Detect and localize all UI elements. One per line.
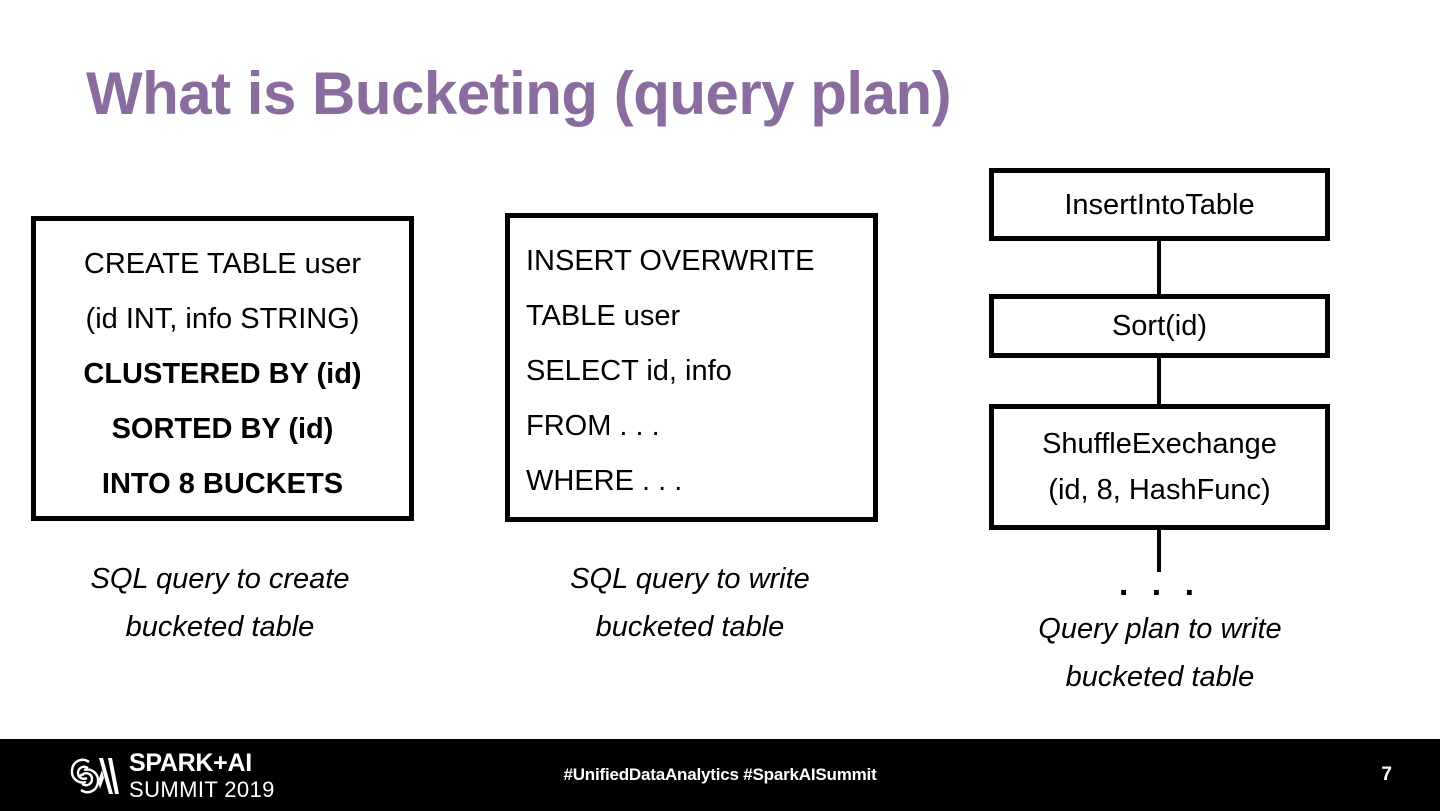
caption-line: SQL query to create bbox=[90, 563, 350, 595]
plan-node-label: InsertIntoTable bbox=[1064, 188, 1255, 221]
create-table-sql-lines: CREATE TABLE user (id INT, info STRING) … bbox=[36, 221, 409, 512]
query-plan-caption: Query plan to write bucketed table bbox=[985, 605, 1335, 701]
caption-line: Query plan to write bbox=[1038, 613, 1282, 645]
sql-line: CREATE TABLE user bbox=[83, 248, 362, 280]
insert-overwrite-caption: SQL query to write bucketed table bbox=[490, 555, 890, 651]
spark-ai-summit-logo: SPARK+AI SUMMIT 2019 bbox=[68, 751, 275, 801]
plan-node-shuffle-exchange: ShuffleExechange (id, 8, HashFunc) bbox=[989, 404, 1330, 530]
sql-line: CLUSTERED BY (id) bbox=[83, 358, 362, 390]
caption-line: bucketed table bbox=[125, 611, 315, 643]
insert-overwrite-sql-lines: INSERT OVERWRITE TABLE user SELECT id, i… bbox=[510, 218, 873, 509]
sql-line: FROM . . . bbox=[526, 410, 660, 442]
create-table-sql-box: CREATE TABLE user (id INT, info STRING) … bbox=[31, 216, 414, 521]
page-number: 7 bbox=[1381, 764, 1392, 785]
plan-node-label: ShuffleExechange bbox=[1042, 428, 1277, 460]
plan-continuation-ellipsis: . . . bbox=[1118, 565, 1202, 603]
plan-node-label: (id, 8, HashFunc) bbox=[1048, 474, 1271, 506]
footer-hashtags: #UnifiedDataAnalytics #SparkAISummit bbox=[563, 765, 877, 784]
plan-connector-line bbox=[1157, 530, 1161, 572]
page-title: What is Bucketing (query plan) bbox=[86, 60, 952, 127]
sql-line: TABLE user bbox=[526, 300, 681, 332]
sql-line: (id INT, info STRING) bbox=[85, 303, 360, 335]
sql-line: SORTED BY (id) bbox=[111, 413, 334, 445]
footer-bar: SPARK+AI SUMMIT 2019 #UnifiedDataAnalyti… bbox=[0, 739, 1440, 811]
spark-summit-spiral-icon bbox=[70, 758, 119, 794]
caption-line: SQL query to write bbox=[570, 563, 810, 595]
logo-wordmark: SPARK+AI SUMMIT 2019 bbox=[129, 751, 275, 801]
plan-node-label: Sort(id) bbox=[1111, 310, 1208, 342]
sql-line: INSERT OVERWRITE bbox=[526, 245, 815, 277]
sql-line: SELECT id, info bbox=[526, 355, 732, 387]
plan-connector-line bbox=[1157, 241, 1161, 294]
plan-connector-line bbox=[1157, 358, 1161, 404]
caption-line: bucketed table bbox=[595, 611, 785, 643]
logo-line-summit-2019: SUMMIT 2019 bbox=[129, 777, 275, 802]
logo-line-spark-ai: SPARK+AI bbox=[129, 749, 252, 777]
plan-node-insert-into-table: InsertIntoTable bbox=[989, 168, 1330, 241]
sql-line: WHERE . . . bbox=[526, 465, 683, 497]
caption-line: bucketed table bbox=[1065, 661, 1255, 693]
sql-line: INTO 8 BUCKETS bbox=[101, 468, 344, 500]
create-table-caption: SQL query to create bucketed table bbox=[20, 555, 420, 651]
plan-node-sort: Sort(id) bbox=[989, 294, 1330, 358]
insert-overwrite-sql-box: INSERT OVERWRITE TABLE user SELECT id, i… bbox=[505, 213, 878, 522]
